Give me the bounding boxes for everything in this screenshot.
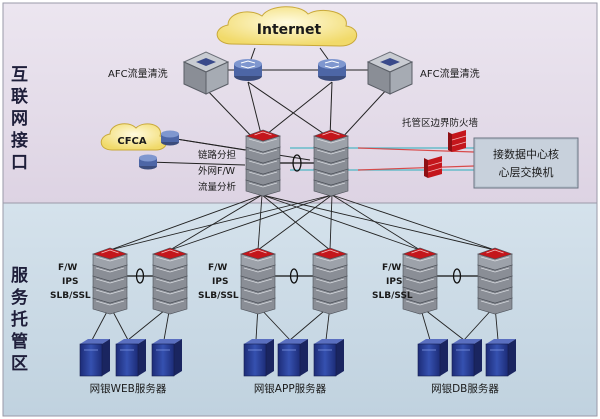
svg-text:IPS: IPS [386,277,402,287]
zone-label-internet: 互 联 网 接 口 [11,65,34,173]
svg-text:IPS: IPS [212,277,228,287]
afc-label-right: AFC流量清洗 [420,67,480,80]
appliance-unit [152,247,188,271]
server-tower [485,339,516,377]
appliance-unit [402,247,438,271]
boundary-firewall-label: 托管区边界防火墙 [402,117,479,129]
pod-app-stack-a [240,247,276,315]
pod-labels-app: F/W IPS SLB/SSL [198,263,239,301]
boundary-firewall-2 [424,156,443,178]
server-label-app: 网银APP服务器 [254,382,327,395]
pod-db-stack-a [402,247,438,315]
links [147,47,389,166]
appliance-unit [245,129,281,153]
server-tower [151,339,182,377]
svg-text:SLB/SSL: SLB/SSL [50,291,91,301]
pod-labels-db: F/W IPS SLB/SSL [372,263,413,301]
core-switch-label-2: 心层交换机 [499,165,554,179]
core-function-3: 流量分析 [198,181,237,193]
server-tower [243,339,274,377]
pod-web-stack-a [92,247,128,315]
server-group-db [417,339,516,377]
pod-web-stack-b [152,247,188,315]
core-function-1: 链路分担 [198,149,237,161]
router-right [318,59,346,81]
server-tower [277,339,308,377]
pod-db-stack-b [477,247,513,315]
server-group-app [243,339,344,377]
svg-text:F/W: F/W [58,263,77,273]
core-function-2: 外网F/W [198,165,236,177]
svg-text:F/W: F/W [208,263,227,273]
server-label-db: 网银DB服务器 [431,382,499,395]
core-switch-label-1: 接数据中心核 [493,147,559,161]
boundary-firewall-1 [448,130,467,152]
pod-app-stack-b [312,247,348,315]
afc-label-left: AFC流量清洗 [108,67,168,80]
core-switch-box [473,137,579,189]
ha-links [126,154,479,284]
server-tower [417,339,448,377]
appliance-unit [313,129,349,153]
server-group-web [79,339,182,377]
svg-text:IPS: IPS [62,277,78,287]
server-label-web: 网银WEB服务器 [90,382,167,395]
server-tower [115,339,146,377]
cfca-router-1 [161,130,179,146]
core-stack-right [313,129,349,197]
afc-device-right [366,51,414,95]
cfca-label: CFCA [117,136,147,147]
svg-text:F/W: F/W [382,263,401,273]
server-tower [79,339,110,377]
zone-char-1: 互 [11,65,28,85]
cfca-router-2 [139,154,157,170]
core-stack-left [245,129,281,197]
internet-label: Internet [257,22,322,38]
zone-label-hosting: 服 务 托 管 区 [11,266,34,374]
server-tower [313,339,344,377]
appliance-unit [477,247,513,271]
afc-device-left [182,51,230,95]
svg-text:SLB/SSL: SLB/SSL [198,291,239,301]
mesh-links [109,194,496,251]
appliance-unit [312,247,348,271]
server-tower [451,339,482,377]
router-left [234,59,262,81]
appliance-unit [240,247,276,271]
internet-cloud: Internet [216,6,357,47]
svg-text:SLB/SSL: SLB/SSL [372,291,413,301]
appliance-unit [92,247,128,271]
pod-labels-web: F/W IPS SLB/SSL [50,263,91,301]
